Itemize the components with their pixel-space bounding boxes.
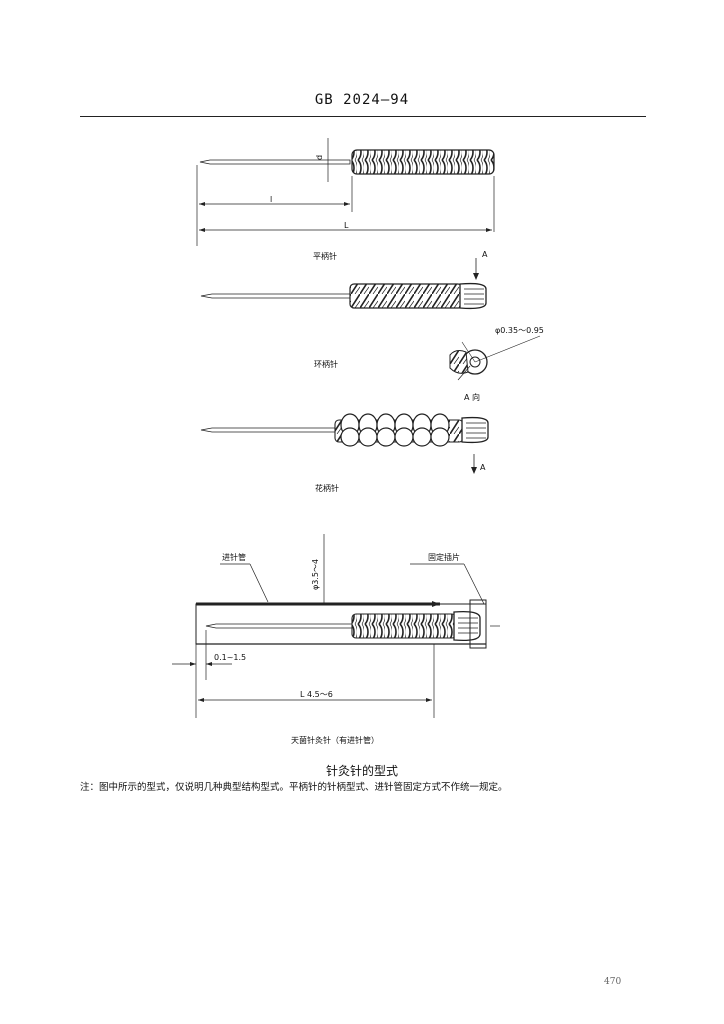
arrow-a-top-label: A	[482, 250, 488, 259]
a-view-label: A 向	[464, 392, 480, 402]
flat-handle-label: 平柄针	[313, 251, 337, 261]
tube-needle-label: 天菌针灸针（有进针管）	[291, 735, 379, 745]
ring-handle-label: 环柄针	[314, 359, 338, 369]
page-number: 470	[604, 977, 622, 987]
dim-L-label: L	[344, 221, 349, 230]
flower-handle-needle	[200, 413, 489, 474]
ring-dia-label: φ0.35～0.95	[495, 326, 544, 335]
header-rule	[80, 116, 646, 117]
figure-caption: 针灸针的型式	[325, 764, 398, 778]
ring-handle-a-view	[449, 335, 541, 381]
flower-handle-label: 花柄针	[315, 483, 339, 493]
header-title: GB 2024—94	[314, 92, 410, 108]
ring-handle-needle	[200, 258, 487, 310]
clip-label: 固定插片	[428, 552, 460, 562]
tube-needle	[172, 534, 500, 718]
tube-dia-label: φ3.5～4	[311, 559, 320, 590]
dim-l-label: l	[270, 195, 272, 204]
arrow-a-bottom-label: A	[480, 463, 486, 472]
tube-length-label: L 4.5～6	[300, 690, 333, 699]
tube-label: 进针管	[222, 552, 246, 562]
flat-handle-needle	[196, 138, 495, 246]
note-text: 注：图中所示的型式，仅说明几种典型结构型式。平柄针的针柄型式、进针管固定方式不作…	[80, 782, 508, 793]
dim-d-label: d	[315, 155, 324, 160]
gap-label: 0.1~1.5	[214, 653, 246, 662]
